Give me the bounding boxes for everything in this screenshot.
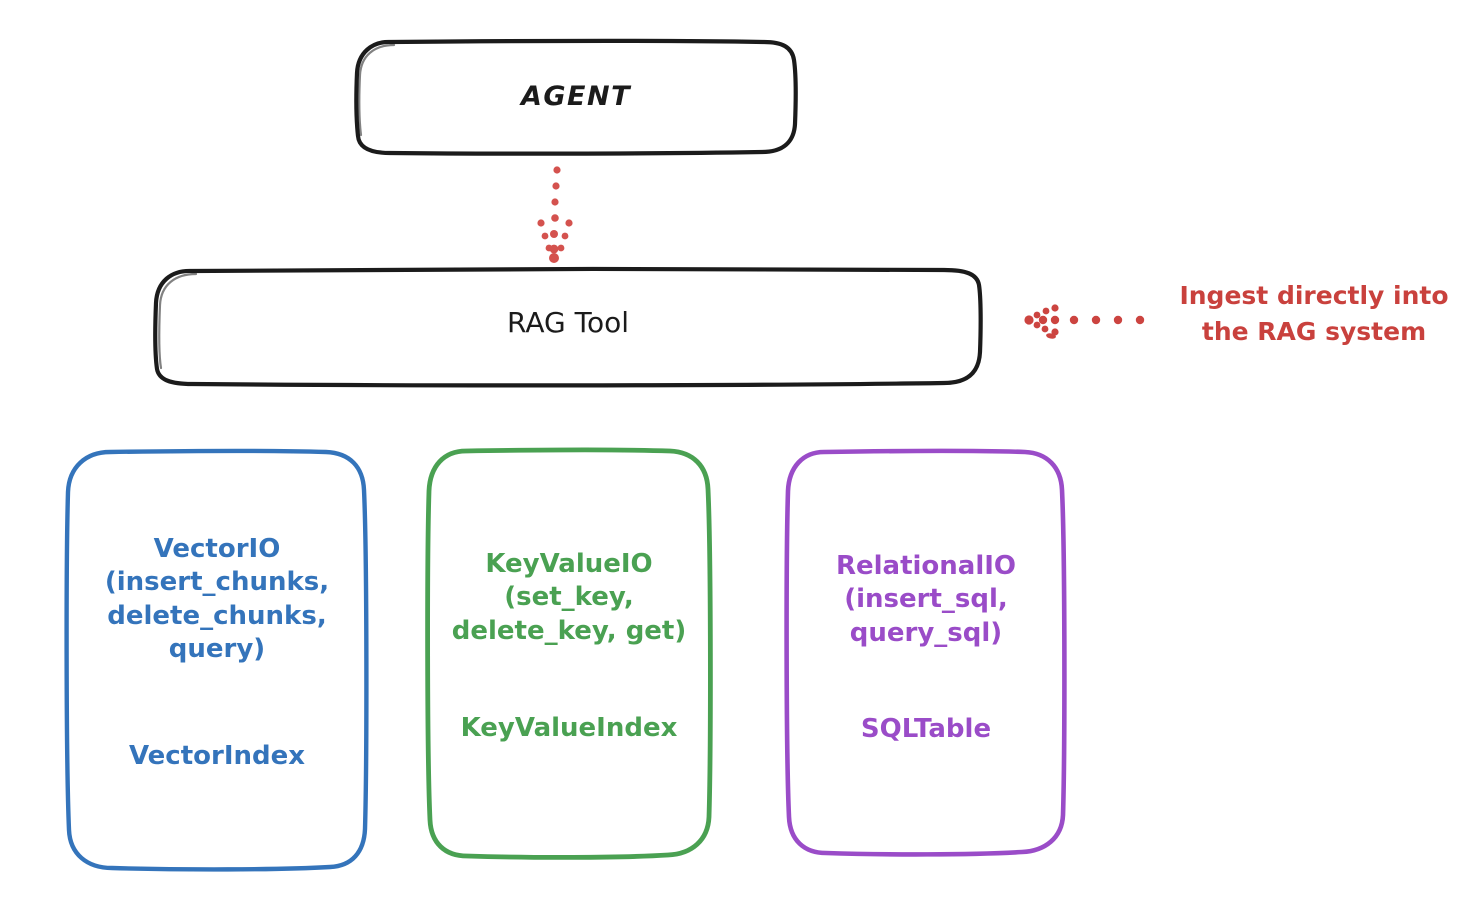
rag-tool-node[interactable] [153,266,983,388]
vector-io-box-outline [64,448,369,872]
rag-tool-box-outline-sketch [158,272,198,370]
relational-io-box-outline [784,448,1067,857]
agent-box-outline [354,38,798,156]
vector-io-node[interactable] [64,448,369,872]
key-value-io-box-outline [425,447,713,860]
relational-io-node[interactable] [784,448,1067,857]
ingest-arrow [1024,304,1145,339]
agent-node[interactable] [354,38,798,156]
agent-box-outline-sketch [358,43,396,137]
agent-to-rag-arrow [537,166,573,263]
key-value-io-node[interactable] [425,447,713,860]
rag-tool-box-outline [153,266,983,388]
